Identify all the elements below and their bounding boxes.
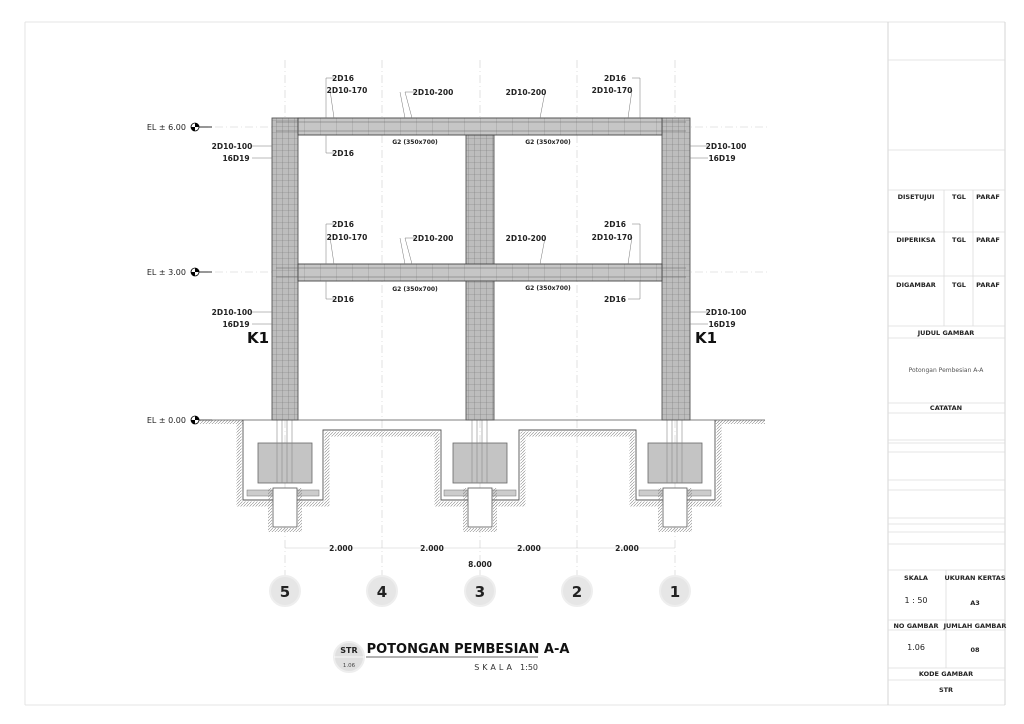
title-main: POTONGAN PEMBESIAN A-A [367,642,570,657]
grid-number: 5 [280,583,290,601]
rebar-label: 2D16 [332,149,354,158]
beam-label: G2 (350x700) [525,285,571,292]
rebar-label: 2D10-100 [706,142,747,151]
kode-gambar-label: KODE GAMBAR [919,670,973,678]
approval-sign: PARAF [976,281,1000,289]
judul-label: JUDUL GAMBAR [917,329,975,337]
elevation-label: EL ± 6.00 [147,123,186,132]
rebar-label: 2D10-200 [413,234,454,243]
leader-lines [252,77,708,325]
dimension-value: 2.000 [615,544,639,553]
column-tag: K1 [247,329,269,347]
elevation-marker-3: EL ± 3.00 [147,267,212,277]
ukuran-value: A3 [970,599,980,607]
kode-gambar-value: STR [939,686,953,694]
rebar-label: 2D16 [332,220,354,229]
column-labels: 2D10-100 16D19 2D10-100 16D19 2D10-100 1… [212,142,747,347]
rebar-label: 2D16 [604,295,626,304]
grid-bubble-3: 3 [464,575,496,607]
total-dimension: 8.000 [468,560,492,569]
approval-date: TGL [952,193,966,201]
jumlah-gambar-label: JUMLAH GAMBAR [943,622,1007,630]
grid-bubble-1: 1 [659,575,691,607]
grid-number: 1 [670,583,680,601]
frame [271,117,691,421]
ukuran-label: UKURAN KERTAS [944,574,1005,582]
dimension-value: 2.000 [329,544,353,553]
rebar-label: 2D16 [332,295,354,304]
approval-sign: PARAF [976,236,1000,244]
elevation-label: EL ± 0.00 [147,416,186,425]
judul-value: Potongan Pembesian A-A [909,367,985,374]
footing-3 [443,420,517,532]
no-gambar-value: 1.06 [907,643,925,652]
bubble-number: 1.06 [343,663,356,669]
jumlah-gambar-value: 08 [970,646,980,654]
rebar-label: 2D10-170 [327,233,368,242]
beam-label: G2 (350x700) [525,139,571,146]
footing-1 [638,420,712,532]
catatan-label: CATATAN [930,404,962,412]
grid-bubble-5: 5 [269,575,301,607]
rebar-label: 2D10-170 [592,86,633,95]
dimension-line: 2.000 2.000 2.000 2.000 8.000 [285,544,675,569]
elevation-label: EL ± 3.00 [147,268,186,277]
column-k1-left [271,117,299,421]
scale-label: SKALA [474,663,515,672]
skala-label: SKALA [904,574,928,582]
rebar-label: 2D10-170 [327,86,368,95]
grid-number: 2 [572,583,582,601]
beam-label: G2 (350x700) [392,286,438,293]
grid-bubbles: 5 4 3 2 1 [269,575,691,607]
rebar-label: 2D10-200 [413,88,454,97]
rebar-label: 2D10-200 [506,234,547,243]
beam-g2-lower [297,263,663,282]
scale-value: 1:50 [520,663,538,672]
beam-label: G2 (350x700) [392,139,438,146]
sheet-frame [24,21,1006,706]
rebar-label: 2D10-170 [592,233,633,242]
rebar-label: 2D10-100 [706,308,747,317]
drawing-title: STR 1.06 POTONGAN PEMBESIAN A-A SKALA 1:… [333,641,570,673]
elevation-markers: EL ± 6.00 EL ± 3.00 EL ± 0.00 [147,122,212,425]
grid-number: 4 [377,583,387,601]
grid-bubble-4: 4 [366,575,398,607]
grid-bubble-2: 2 [561,575,593,607]
rebar-label: 16D19 [222,154,249,163]
no-gambar-label: NO GAMBAR [893,622,938,630]
approval-sign: PARAF [976,193,1000,201]
rebar-label: 2D16 [604,74,626,83]
rebar-label: 2D10-100 [212,308,253,317]
skala-value: 1 : 50 [904,596,927,605]
approval-date: TGL [952,236,966,244]
rebar-label: 16D19 [708,154,735,163]
dimension-value: 2.000 [420,544,444,553]
rebar-label: 2D10-200 [506,88,547,97]
rebar-labels-top: 2D16 2D10-170 2D10-200 2D10-200 2D16 2D1… [327,74,633,158]
rebar-label: 16D19 [222,320,249,329]
beam-g2-top [297,117,663,136]
approval-date: TGL [952,281,966,289]
column-k1-right [661,117,691,421]
rebar-label: 2D16 [604,220,626,229]
column-tag: K1 [695,329,717,347]
rebar-labels-lower: 2D16 2D10-170 2D10-200 2D10-200 2D16 2D1… [327,220,633,304]
approval-role: DIGAMBAR [896,281,936,289]
rebar-label: 16D19 [708,320,735,329]
rebar-label: 2D10-100 [212,142,253,151]
bubble-code: STR [340,646,357,655]
approval-role: DIPERIKSA [896,236,935,244]
rebar-label: 2D16 [332,74,354,83]
elevation-marker-6: EL ± 6.00 [147,122,212,132]
title-block: DISETUJUI TGL PARAF DIPERIKSA TGL PARAF … [888,59,1007,694]
dimension-value: 2.000 [517,544,541,553]
approval-role: DISETUJUI [898,193,935,201]
footing-5 [246,420,320,532]
grid-number: 3 [475,583,485,601]
